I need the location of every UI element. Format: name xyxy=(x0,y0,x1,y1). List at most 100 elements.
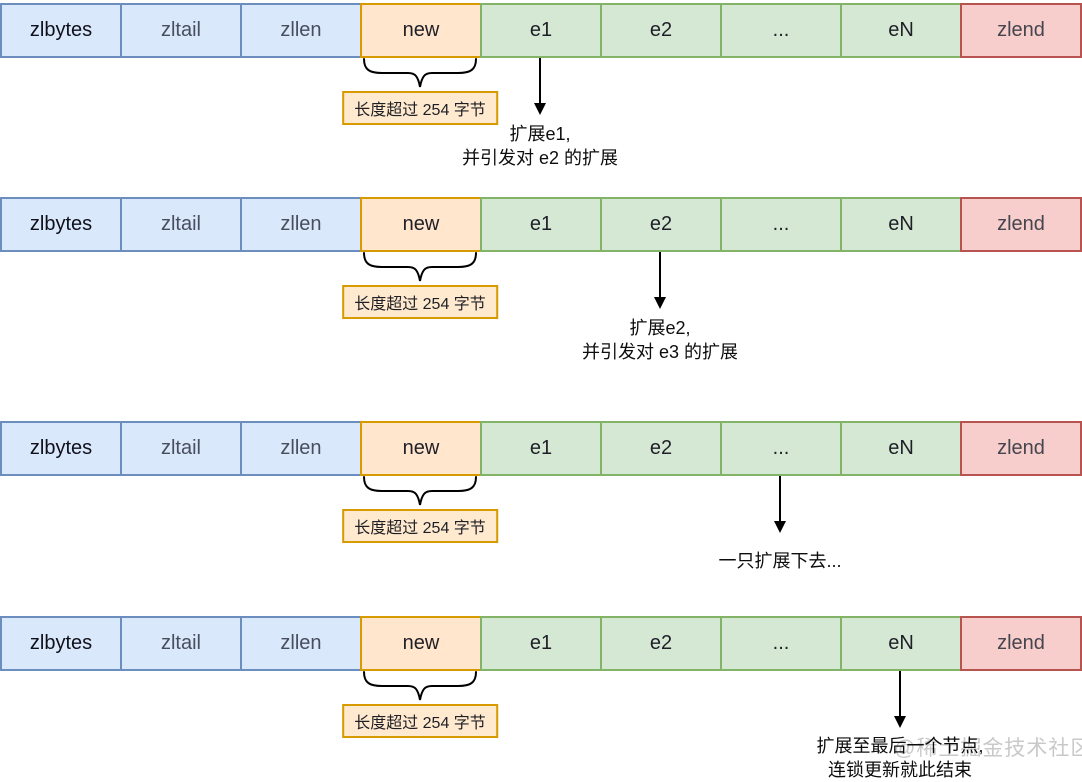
cell-label: zlbytes xyxy=(29,632,93,654)
annotation: 扩展至最后一个节点, 连锁更新就此结束 xyxy=(816,734,983,782)
cell-label: ... xyxy=(772,213,790,235)
cell-zllen: zllen xyxy=(240,3,362,58)
cell-label: zllen xyxy=(280,437,322,459)
length-exceeds-label-text: 长度超过 254 字节 xyxy=(354,520,486,537)
cell-label: e2 xyxy=(649,19,673,41)
down-arrow xyxy=(654,252,666,309)
down-arrow xyxy=(774,476,786,533)
cell-eN: eN xyxy=(840,197,962,252)
cell-label: zlbytes xyxy=(29,213,93,235)
site-watermark: @稀土掘金技术社区 xyxy=(894,737,1082,760)
ziplist-row: zlbytes zltail zllen new e1 e2... eN zlend xyxy=(0,421,1082,476)
cell-zlend: zlend xyxy=(960,3,1082,58)
length-exceeds-label: 长度超过 254 字节 xyxy=(342,509,498,543)
cell-ellipsis: ... xyxy=(720,197,842,252)
cell-zlbytes: zlbytes xyxy=(0,421,122,476)
length-exceeds-label-text: 长度超过 254 字节 xyxy=(354,715,486,732)
cell-zltail: zltail xyxy=(120,421,242,476)
length-exceeds-label-text: 长度超过 254 字节 xyxy=(354,102,486,119)
cell-label: e2 xyxy=(649,437,673,459)
cell-label: zllen xyxy=(280,19,322,41)
cell-label: e2 xyxy=(649,213,673,235)
annotation: 扩展e1, 并引发对 e2 的扩展 xyxy=(462,122,618,171)
cell-new: new xyxy=(360,197,482,252)
cell-label: zllen xyxy=(280,632,322,654)
cell-label: zlend xyxy=(997,19,1045,41)
annotation: 扩展e2, 并引发对 e3 的扩展 xyxy=(582,316,738,365)
annotation-line: 连锁更新就此结束 xyxy=(827,760,972,781)
cell-label: new xyxy=(402,437,440,459)
cell-label: zltail xyxy=(160,19,201,41)
length-exceeds-label: 长度超过 254 字节 xyxy=(342,704,498,738)
cell-eN: eN xyxy=(840,616,962,671)
cell-zltail: zltail xyxy=(120,197,242,252)
cell-label: e1 xyxy=(529,632,553,654)
down-arrow xyxy=(894,671,906,728)
cell-new: new xyxy=(360,3,482,58)
cell-label: ... xyxy=(772,437,790,459)
cell-label: new xyxy=(402,19,440,41)
brace-under-new-icon xyxy=(363,671,477,701)
annotation-line: 扩展至最后一个节点, xyxy=(816,736,984,756)
cell-ellipsis: ... xyxy=(720,616,842,671)
cell-e2: e2 xyxy=(600,421,722,476)
cell-label: zltail xyxy=(160,632,201,654)
length-exceeds-label: 长度超过 254 字节 xyxy=(342,285,498,319)
cell-new: new xyxy=(360,421,482,476)
cell-e2: e2 xyxy=(600,3,722,58)
annotation-line: 并引发对 e2 的扩展 xyxy=(461,148,619,169)
cell-zlend: zlend xyxy=(960,616,1082,671)
cell-label: e1 xyxy=(529,19,553,41)
cell-label: zlbytes xyxy=(29,437,93,459)
cell-zltail: zltail xyxy=(120,3,242,58)
brace-under-new-icon xyxy=(363,476,477,506)
annotation-line: 并引发对 e3 的扩展 xyxy=(581,342,739,363)
cell-e2: e2 xyxy=(600,197,722,252)
cell-label: ... xyxy=(772,19,790,41)
cell-zlend: zlend xyxy=(960,197,1082,252)
cell-eN: eN xyxy=(840,3,962,58)
cell-e1: e1 xyxy=(480,3,602,58)
cell-new: new xyxy=(360,616,482,671)
cell-label: zlbytes xyxy=(29,19,93,41)
down-arrow xyxy=(534,58,546,115)
cell-zlend: zlend xyxy=(960,421,1082,476)
cell-e1: e1 xyxy=(480,197,602,252)
brace-under-new-icon xyxy=(363,58,477,88)
cell-e1: e1 xyxy=(480,616,602,671)
annotation-line: 扩展e1, xyxy=(509,124,571,144)
annotation-line: 扩展e2, xyxy=(629,318,691,338)
cell-label: zltail xyxy=(160,213,201,235)
cell-ellipsis: ... xyxy=(720,421,842,476)
cell-zlbytes: zlbytes xyxy=(0,616,122,671)
cell-zllen: zllen xyxy=(240,197,362,252)
cell-label: e1 xyxy=(529,437,553,459)
ziplist-row: zlbytes zltail zllen new e1 e2... eN zlend xyxy=(0,616,1082,671)
length-exceeds-label: 长度超过 254 字节 xyxy=(342,91,498,125)
annotation-line: 一只扩展下去... xyxy=(718,551,842,571)
cell-zltail: zltail xyxy=(120,616,242,671)
cell-label: eN xyxy=(888,632,914,654)
ziplist-row: zlbytes zltail zllen new e1 e2... eN zlend xyxy=(0,3,1082,58)
cell-label: zlend xyxy=(997,213,1045,235)
cell-ellipsis: ... xyxy=(720,3,842,58)
cell-label: e2 xyxy=(649,632,673,654)
cell-label: zlend xyxy=(997,632,1045,654)
brace-under-new-icon xyxy=(363,252,477,282)
cell-label: zltail xyxy=(160,437,201,459)
cell-zllen: zllen xyxy=(240,616,362,671)
cell-zlbytes: zlbytes xyxy=(0,197,122,252)
cell-label: ... xyxy=(772,632,790,654)
cell-label: eN xyxy=(888,19,914,41)
annotation: 一只扩展下去... xyxy=(718,549,841,573)
cell-label: zlend xyxy=(997,437,1045,459)
length-exceeds-label-text: 长度超过 254 字节 xyxy=(354,296,486,313)
cell-zllen: zllen xyxy=(240,421,362,476)
cell-eN: eN xyxy=(840,421,962,476)
cell-zlbytes: zlbytes xyxy=(0,3,122,58)
cell-label: new xyxy=(402,632,440,654)
cell-label: e1 xyxy=(529,213,553,235)
cell-e2: e2 xyxy=(600,616,722,671)
cell-e1: e1 xyxy=(480,421,602,476)
